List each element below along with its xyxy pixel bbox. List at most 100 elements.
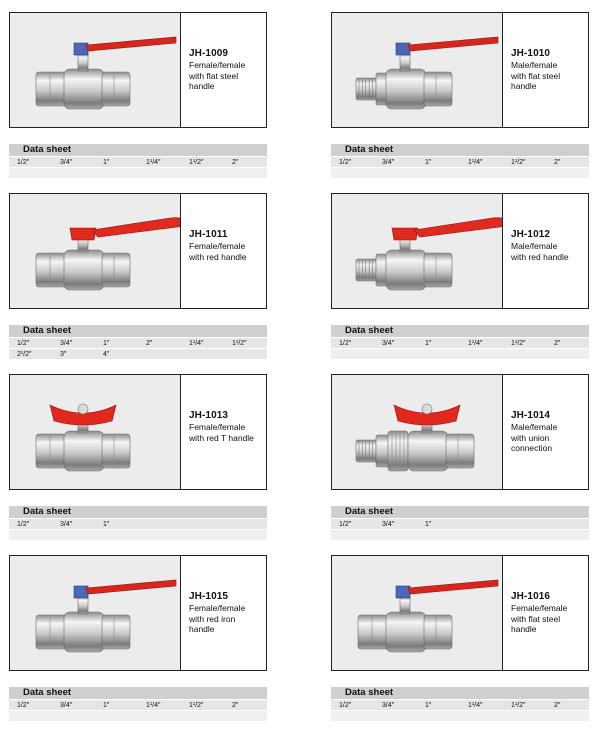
size-value: 2″ — [554, 159, 561, 166]
product-description-line: handle — [511, 624, 537, 634]
size-row: 1/2″3/4″1″1¹/4″1¹/2″2″ — [331, 699, 589, 710]
size-value: 1¹/2″ — [189, 159, 204, 166]
size-value: 1″ — [425, 159, 432, 166]
product-description-line: Female/female — [189, 241, 246, 251]
data-sheet-title: Data sheet — [9, 506, 267, 518]
size-value: 3/4″ — [382, 340, 395, 347]
product-photo — [10, 13, 181, 127]
data-sheet-title: Data sheet — [331, 144, 589, 156]
size-value: 3/4″ — [382, 159, 395, 166]
size-value: 1″ — [425, 521, 432, 528]
valve-illustration — [355, 36, 499, 110]
size-value: 2″ — [232, 702, 239, 709]
product-description-line: with union — [511, 432, 550, 443]
size-value: 2″ — [146, 340, 153, 347]
product-photo — [332, 375, 503, 489]
size-value: 3/4″ — [60, 521, 73, 528]
product-description-line: with flat steel — [511, 70, 561, 81]
size-value: 3/4″ — [382, 702, 395, 709]
size-value: 1/2″ — [17, 521, 30, 528]
valve-illustration — [357, 579, 499, 653]
size-value: 1/2″ — [339, 159, 352, 166]
size-row: 1/2″ 3/4″ 1″ — [9, 518, 267, 529]
size-value: 2¹/2″ — [17, 351, 32, 358]
size-value: 1¹/4″ — [146, 702, 161, 709]
product-description-line: handle — [511, 81, 537, 91]
product-code: JH-1012 — [511, 229, 551, 240]
size-row — [9, 167, 267, 178]
size-value: 1¹/4″ — [468, 340, 483, 347]
data-sheet-title: Data sheet — [331, 325, 589, 337]
size-value: 3/4″ — [60, 159, 73, 166]
size-value: 1/2″ — [339, 521, 352, 528]
data-sheet: Data sheet 1/2″ 3/4″ 1″ — [331, 506, 589, 540]
data-sheet-title: Data sheet — [331, 687, 589, 699]
product-description-line: handle — [189, 624, 215, 634]
product-description-line: Male/female — [511, 241, 558, 251]
size-value: 1″ — [103, 159, 110, 166]
size-row: 1/2″3/4″1″1¹/4″1¹/2″2″ — [9, 156, 267, 167]
size-row: 1/2″ 3/4″ 1″ 1¹/4″ 1¹/2″ 2″ — [331, 156, 589, 167]
size-value: 1¹/4″ — [468, 159, 483, 166]
size-value: 1¹/4″ — [189, 340, 204, 347]
size-value: 1″ — [103, 521, 110, 528]
size-value: 1″ — [425, 702, 432, 709]
data-sheet-title: Data sheet — [9, 687, 267, 699]
data-sheet-title: Data sheet — [9, 325, 267, 337]
product-code: JH-1015 — [189, 591, 229, 602]
size-row — [331, 167, 589, 178]
valve-illustration — [35, 403, 131, 472]
size-row — [9, 710, 267, 721]
valve-illustration — [35, 217, 180, 291]
product-description-line: with red iron — [189, 613, 236, 624]
size-value: 3/4″ — [382, 521, 395, 528]
size-value: 1¹/4″ — [146, 159, 161, 166]
size-row: 2¹/2″3″4″ — [9, 348, 267, 359]
product-photo — [332, 194, 503, 308]
size-value: 4″ — [103, 351, 110, 358]
product-photo — [332, 556, 503, 670]
product-code: JH-1014 — [511, 410, 551, 421]
size-value: 1¹/4″ — [468, 702, 483, 709]
size-value: 1¹/2″ — [189, 702, 204, 709]
product-description-line: Male/female — [511, 60, 558, 70]
size-value: 1″ — [425, 340, 432, 347]
product-description-line: with flat steel — [189, 70, 239, 81]
size-value: 1/2″ — [339, 340, 352, 347]
data-sheet-title: Data sheet — [331, 506, 589, 518]
size-value: 1″ — [103, 340, 110, 347]
size-row: 1/2″3/4″1″1¹/4″1¹/2″2″ — [9, 699, 267, 710]
product-description-line: Female/female — [189, 60, 246, 70]
product-description-line: Male/female — [511, 422, 558, 432]
product-description-line: handle — [189, 81, 215, 91]
size-row: 1/2″3/4″1″2″1¹/4″1¹/2″ — [9, 337, 267, 348]
size-value: 1/2″ — [17, 340, 30, 347]
product-description-line: Female/female — [189, 603, 246, 613]
size-value: 1¹/2″ — [232, 340, 247, 347]
product-description-line: with red handle — [511, 251, 569, 262]
product-description-line: connection — [511, 443, 553, 453]
size-value: 1¹/2″ — [511, 159, 526, 166]
size-row: 1/2″ 3/4″ 1″ — [331, 518, 589, 529]
product-description-line: Female/female — [189, 422, 246, 432]
data-sheet: Data sheet 1/2″ 3/4″ 1″ 1¹/4″ 1¹/2″ 2″ — [331, 144, 589, 178]
product-code: JH-1016 — [511, 591, 551, 602]
size-value: 1/2″ — [17, 702, 30, 709]
